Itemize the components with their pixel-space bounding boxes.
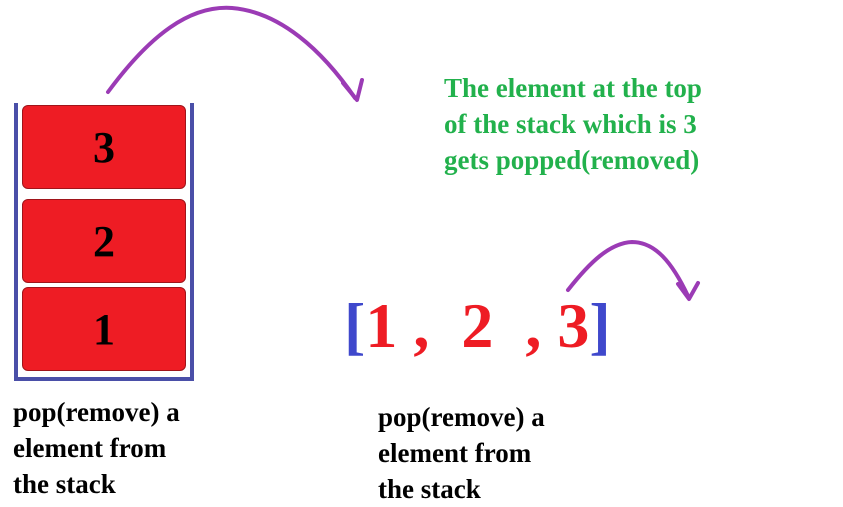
array-separator-1: ,	[397, 290, 462, 361]
left-caption: pop(remove) a element from the stack	[13, 397, 180, 499]
curved-arrow-icon	[566, 240, 700, 301]
right-caption: pop(remove) a element from the stack	[378, 402, 545, 504]
stack-block-middle: 2	[22, 199, 186, 283]
array-item-2: 2	[461, 290, 494, 361]
stack-block-top: 3	[22, 105, 186, 189]
array-item-3: 3	[557, 290, 590, 361]
array-display: [1 , 2 , 3]	[344, 286, 611, 366]
curved-arrow-icon	[106, 5, 364, 102]
array-item-1: 1	[365, 290, 398, 361]
array-close-bracket: ]	[589, 290, 611, 361]
array-open-bracket: [	[344, 290, 366, 361]
stack-block-bottom: 1	[22, 287, 186, 371]
pop-note: The element at the top of the stack whic…	[444, 73, 702, 175]
stack-container: 3 2 1	[14, 103, 194, 381]
array-separator-2: ,	[493, 290, 558, 361]
